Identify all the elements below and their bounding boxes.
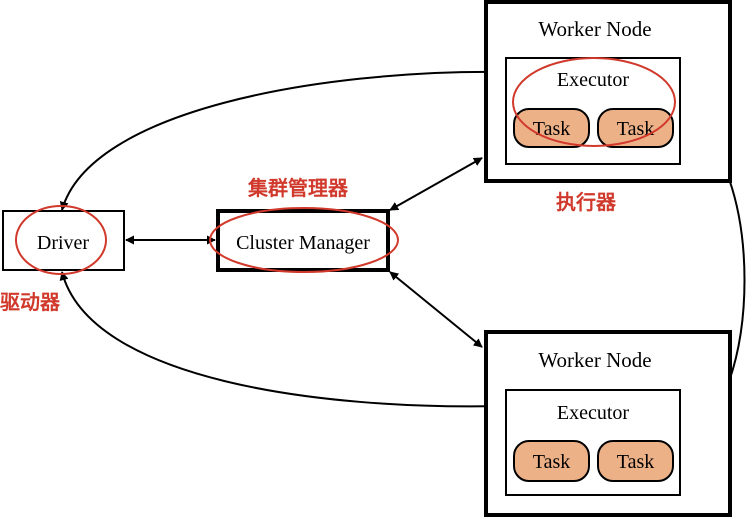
arrow-cluster-manager-to-worker-bottom (389, 271, 483, 348)
task-bottom-2-label: Task (617, 451, 654, 473)
worker-node-bottom: Worker Node Executor Task Task (484, 330, 732, 517)
cluster-manager-label: Cluster Manager (236, 232, 370, 254)
executor-bottom: Executor Task Task (505, 389, 681, 496)
executor-top: Executor Task Task (505, 57, 681, 165)
driver-label: Driver (37, 232, 90, 254)
executor-bottom-label: Executor (557, 402, 630, 424)
arrow-driver-to-executor-top (59, 67, 503, 211)
cluster-manager-node: Cluster Manager (216, 209, 390, 272)
cluster-manager-annotation-label: 集群管理器 (247, 176, 349, 200)
worker-node-bottom-title: Worker Node (538, 348, 651, 372)
executor-top-label: Executor (557, 69, 630, 91)
task-top-2: Task (597, 108, 674, 148)
task-top-1-label: Task (533, 118, 570, 140)
task-bottom-1: Task (513, 440, 590, 482)
worker-node-top-title: Worker Node (538, 17, 651, 41)
task-bottom-2: Task (597, 440, 674, 482)
driver-annotation-label: 驱动器 (0, 290, 61, 314)
driver-annotation-ellipse (15, 205, 107, 275)
task-top-1: Task (513, 108, 590, 148)
worker-node-top: Worker Node Executor Task Task (484, 0, 732, 183)
task-bottom-1-label: Task (533, 451, 570, 473)
arrow-driver-to-executor-bottom (59, 271, 503, 411)
executor-annotation-ellipse (512, 57, 676, 147)
cluster-manager-annotation-ellipse (209, 207, 399, 273)
arrow-cluster-manager-to-worker-top (389, 157, 483, 211)
executor-annotation-label: 执行器 (556, 190, 617, 214)
task-top-2-label: Task (617, 118, 654, 140)
